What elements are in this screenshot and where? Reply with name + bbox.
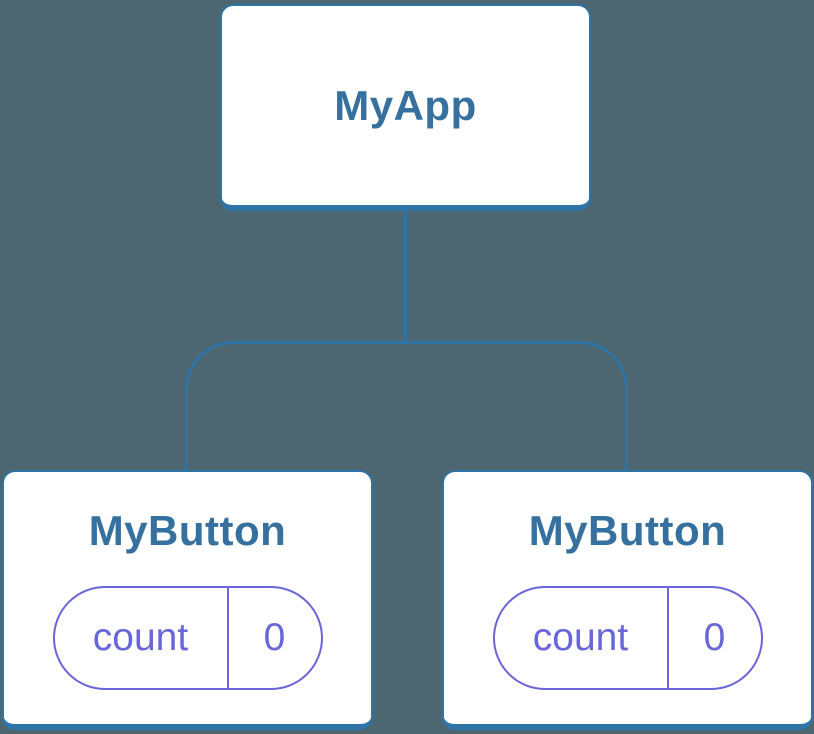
state-value: 0 (703, 615, 726, 659)
state-value-cell: 0 (229, 588, 321, 688)
component-label-mybutton-left: MyButton (88, 506, 287, 554)
state-value-cell: 0 (669, 588, 761, 688)
component-node-mybutton-left: MyButton count 0 (2, 470, 373, 730)
component-node-myapp: MyApp (220, 4, 591, 211)
state-value: 0 (263, 615, 286, 659)
component-label-mybutton-right: MyButton (528, 506, 727, 554)
component-node-mybutton-right: MyButton count 0 (442, 470, 813, 730)
component-label-myapp: MyApp (334, 81, 477, 129)
state-key-cell: count (55, 587, 229, 688)
connector-stem-line (404, 211, 407, 342)
connector-branch-line (185, 341, 628, 470)
state-pill-left: count 0 (52, 585, 323, 690)
state-key-label: count (532, 615, 629, 659)
state-key-label: count (92, 615, 189, 659)
state-key-cell: count (495, 587, 669, 688)
state-pill-right: count 0 (492, 585, 763, 690)
